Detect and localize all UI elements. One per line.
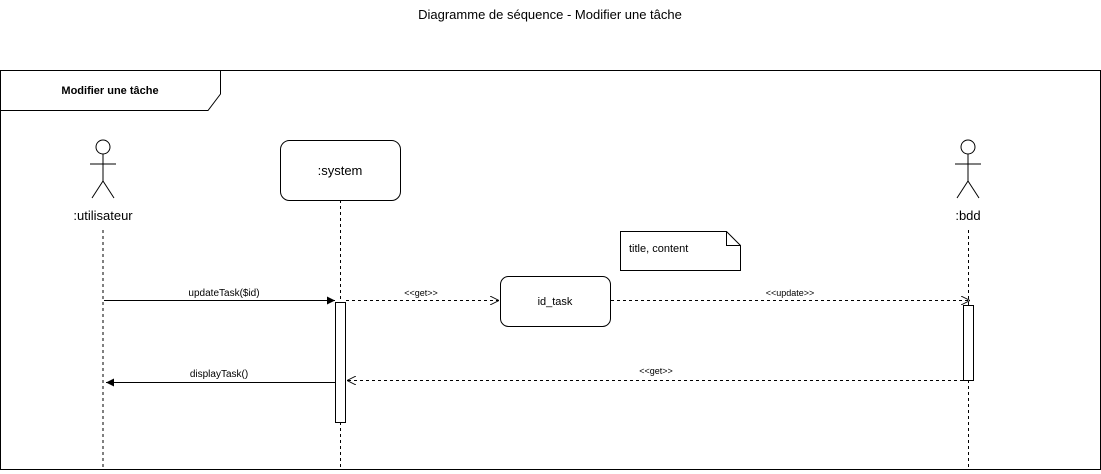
system-activation-bar <box>335 302 346 423</box>
idtask-label: id_task <box>538 296 573 308</box>
note-fold <box>726 231 741 246</box>
system-label: :system <box>318 163 363 178</box>
bdd-actor-icon <box>955 139 981 199</box>
note-box <box>620 231 741 271</box>
idtask-box[interactable] <box>500 276 611 327</box>
get-return-label: <<get>> <box>639 366 673 376</box>
diagram-title: Diagramme de séquence - Modifier une tâc… <box>418 7 682 22</box>
bdd-activation-bar <box>963 305 974 381</box>
update-label: <<update>> <box>766 288 815 298</box>
display-task-label: displayTask() <box>190 369 248 380</box>
frame-border <box>0 70 1101 470</box>
user-label: :utilisateur <box>73 208 133 223</box>
frame-label: Modifier une tâche <box>61 85 158 97</box>
update-task-label: updateTask($id) <box>188 288 259 299</box>
note-text: title, content <box>629 243 688 255</box>
bdd-label: :bdd <box>955 208 980 223</box>
user-actor-icon <box>90 139 116 199</box>
get-request-label: <<get>> <box>404 288 438 298</box>
frame-label-tab <box>0 70 221 111</box>
